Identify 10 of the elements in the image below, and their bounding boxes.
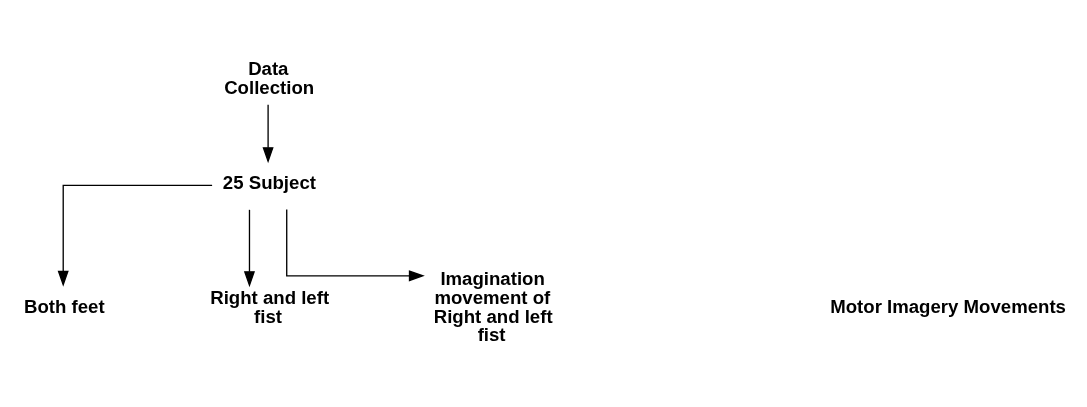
node-text: Right and left fist bbox=[210, 286, 330, 327]
arrow bbox=[243, 208, 256, 287]
arrow bbox=[262, 103, 274, 163]
node-text: 25 Subject bbox=[222, 171, 316, 193]
node-text: Data Collection bbox=[224, 57, 315, 98]
arrow bbox=[57, 184, 213, 287]
node-text: Imagination movement of Right and left fist bbox=[433, 267, 553, 345]
node-text: Both feet bbox=[23, 295, 105, 317]
arrow bbox=[286, 208, 425, 281]
label: Motor Imagery Movements bbox=[830, 295, 1066, 317]
